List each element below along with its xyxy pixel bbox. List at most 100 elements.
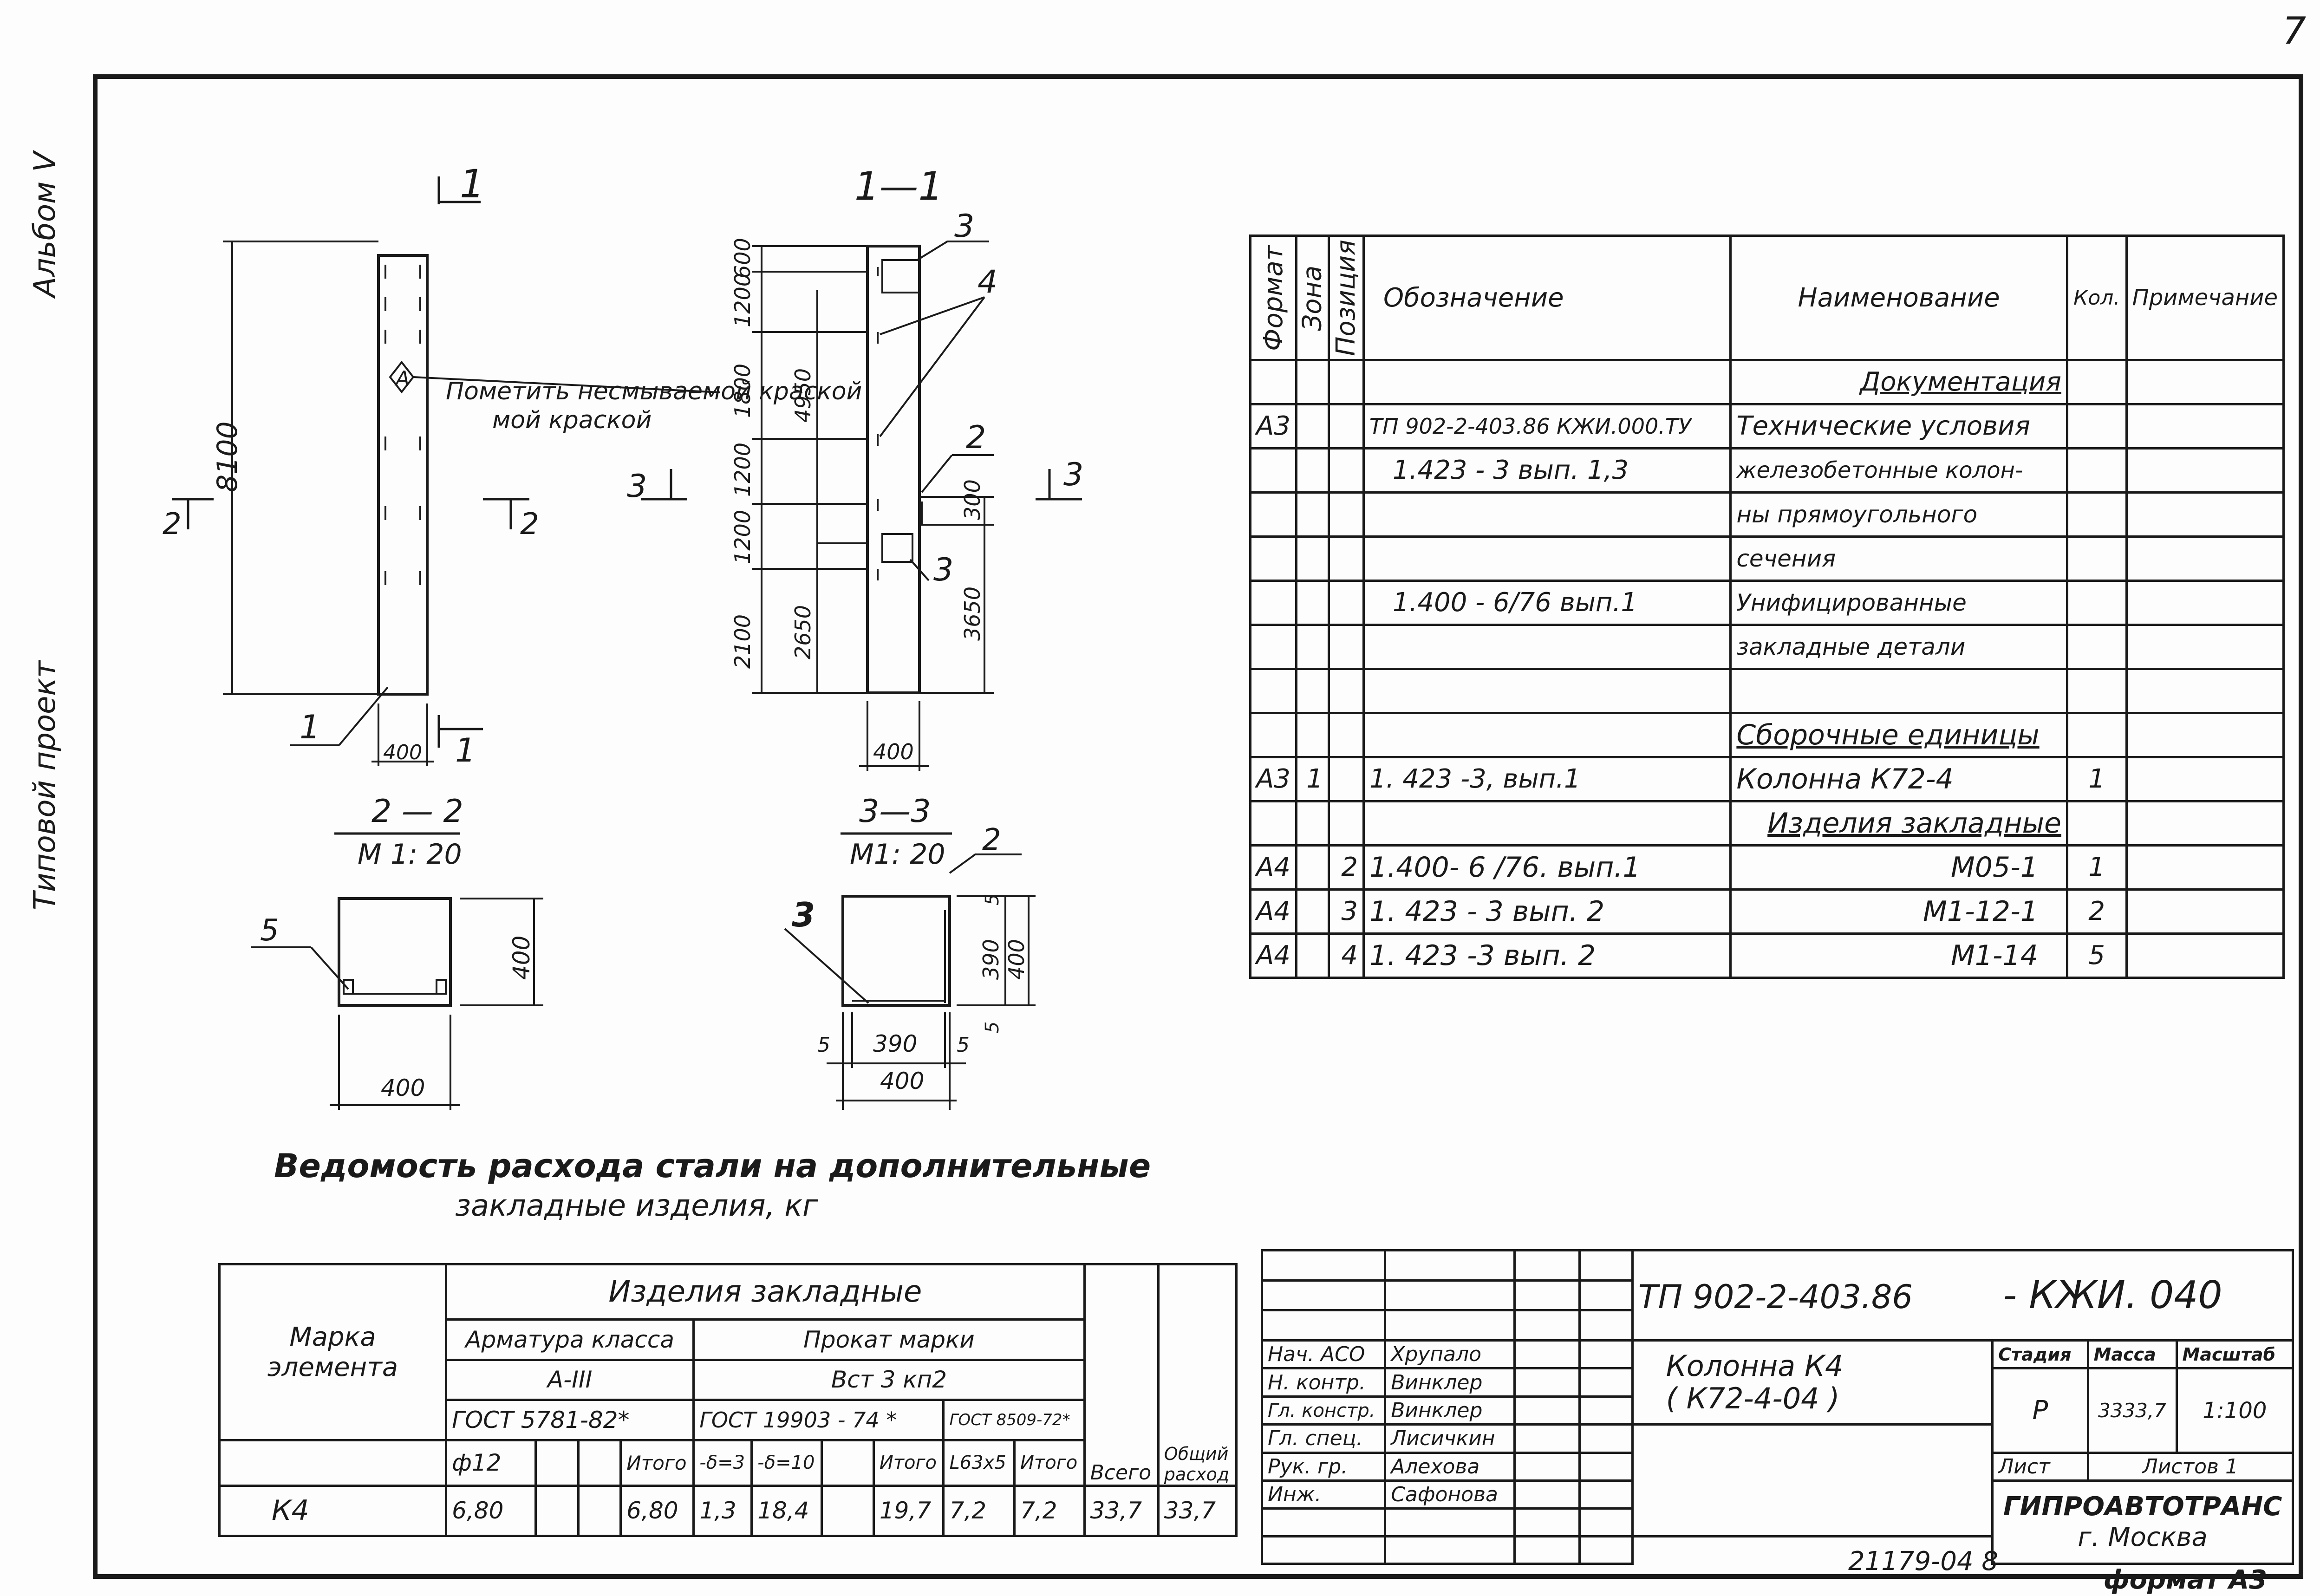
drawing-name: Колонна К4	[1666, 1349, 1844, 1383]
spec-row: сечения	[1249, 535, 2285, 582]
mass-label: Масса	[2086, 1339, 2178, 1370]
sig-name: Сафонова	[1384, 1479, 1516, 1510]
dim-1-1-d: 1200	[730, 443, 755, 497]
sheet-label: Лист	[1991, 1451, 2089, 1482]
overall-header: Общий расход	[1157, 1440, 1238, 1487]
dim-3-3-inner-w: 390	[873, 1030, 917, 1057]
stage-value: Р	[1991, 1367, 2089, 1454]
section-2-2-callout: 5	[260, 913, 279, 948]
col-name: Наименование	[1729, 235, 2068, 361]
dim-3-3-outer-h: 400	[1004, 939, 1029, 980]
sheets-label: Листов 1	[2086, 1451, 2294, 1482]
section-1-1-drawing	[641, 241, 1082, 771]
col-d10: -δ=10	[750, 1439, 823, 1487]
dim-3-3-right-gap: 5	[957, 1033, 970, 1057]
col-rebar-total: Итого	[619, 1439, 695, 1487]
section-3-3-callout-3: 3	[792, 895, 815, 934]
col-zone: Зона	[1296, 235, 1329, 360]
spec-row: Изделия закладные	[1249, 800, 2285, 847]
dim-1-1-h: 2650	[790, 605, 815, 659]
mass-value: 3333,7	[2086, 1367, 2178, 1454]
marker-letter: А	[394, 367, 410, 391]
steel-schedule-table: Марка элемента Изделия закладные Арматур…	[218, 1263, 1238, 1537]
callout-4: 4	[978, 264, 997, 300]
footer-format: формат А3	[2104, 1565, 2267, 1595]
dim-1-1-b: 1200	[730, 273, 755, 327]
sig-role: Инж.	[1260, 1479, 1387, 1510]
dim-3-3-left-gap: 5	[817, 1033, 830, 1057]
group-header: Изделия закладные	[445, 1263, 1086, 1321]
dim-1-1-g: 4950	[790, 368, 815, 423]
col-angle-total: Итого	[1013, 1439, 1086, 1487]
sig-role: Гл. спец.	[1260, 1423, 1387, 1454]
sig-name: Хрупало	[1384, 1339, 1516, 1370]
position-callout-1: 1	[300, 708, 320, 746]
column-elevation	[172, 176, 720, 766]
sig-role: Н. контр.	[1260, 1367, 1387, 1398]
sheet-code: - КЖИ. 040	[2003, 1273, 2222, 1318]
mark-header: Марка элемента	[218, 1263, 448, 1441]
sig-role: Нач. АСО	[1260, 1339, 1387, 1370]
col-phi12: ф12	[445, 1439, 537, 1487]
sig-role: Рук. гр.	[1260, 1451, 1387, 1482]
section-mark-1-bottom: 1	[455, 731, 476, 769]
dim-1-1-width: 400	[873, 739, 914, 764]
paint-note-line2: мой краской	[492, 406, 652, 434]
dim-1-1-j: 3650	[960, 586, 985, 641]
elevation-height-dim: 8100	[211, 421, 244, 492]
spec-row: Сборочные единицы	[1249, 711, 2285, 758]
page-number: 7	[2282, 9, 2306, 52]
col-format: Формат	[1250, 235, 1297, 360]
section-mark-2-right: 2	[520, 507, 539, 541]
total-header: Всего	[1083, 1440, 1160, 1487]
dim-1-1-c: 1800	[730, 364, 755, 418]
rolled-gost2: ГОСТ 8509-72*	[942, 1399, 1086, 1441]
spec-row: закладные детали	[1249, 623, 2285, 670]
col-qty: Кол.	[2066, 235, 2128, 361]
spec-row	[1249, 667, 2285, 714]
spec-row: Документация	[1249, 358, 2285, 405]
paint-note-line1: Пометить несмываемой краской	[446, 378, 862, 405]
steel-schedule-title-1: Ведомость расхода стали на дополнительны…	[274, 1147, 1151, 1185]
dim-1-1-a: 600	[730, 238, 755, 279]
rebar-class: А-III	[445, 1358, 695, 1401]
section-3-3-scale: М1: 20	[850, 838, 945, 871]
col-position: Позиция	[1329, 235, 1364, 360]
section-2-2-drawing	[251, 897, 543, 1110]
specification-table: Формат Зона Позиция Обозначение Наименов…	[1249, 235, 2285, 979]
col-note: Примечание	[2125, 235, 2285, 361]
section-2-2-scale: М 1: 20	[358, 838, 462, 871]
section-2-2-width: 400	[381, 1075, 425, 1101]
dim-3-3-bot-gap: 5	[982, 1022, 1003, 1033]
callout-3-top: 3	[954, 208, 974, 245]
dim-3-3-outer-w: 400	[880, 1068, 924, 1094]
footer-number: 21179-04 8	[1848, 1546, 1999, 1576]
col-d3: -δ=3	[692, 1439, 753, 1487]
sig-name: Алехова	[1384, 1451, 1516, 1482]
section-mark-1-top: 1	[460, 161, 484, 207]
steel-schedule-title-2: закладные изделия, кг	[455, 1189, 818, 1223]
dim-3-3-top-gap: 5	[982, 894, 1003, 905]
stage-label: Стадия	[1991, 1339, 2089, 1370]
dim-1-1-f: 2100	[730, 614, 755, 669]
scale-label: Масштаб	[2175, 1339, 2294, 1370]
rolled-header: Прокат марки	[692, 1318, 1086, 1361]
org-name: ГИПРОАВТОТРАНС	[2003, 1491, 2282, 1522]
callout-3-bottom: 3	[933, 552, 953, 588]
rebar-gost: ГОСТ 5781-82*	[445, 1399, 695, 1441]
drawing-frame	[93, 74, 2303, 1579]
section-mark-3-left: 3	[627, 468, 647, 505]
rolled-grade: Вст 3 кп2	[692, 1358, 1086, 1401]
col-rolled-total: Итого	[872, 1439, 945, 1487]
sig-name: Винклер	[1384, 1395, 1516, 1426]
dim-1-1-e: 1200	[730, 510, 755, 564]
rebar-header: Арматура класса	[445, 1318, 695, 1361]
section-2-2-title: 2 — 2	[371, 793, 463, 830]
elevation-width-dim: 400	[383, 741, 422, 764]
org-city: г. Москва	[2078, 1522, 2208, 1552]
